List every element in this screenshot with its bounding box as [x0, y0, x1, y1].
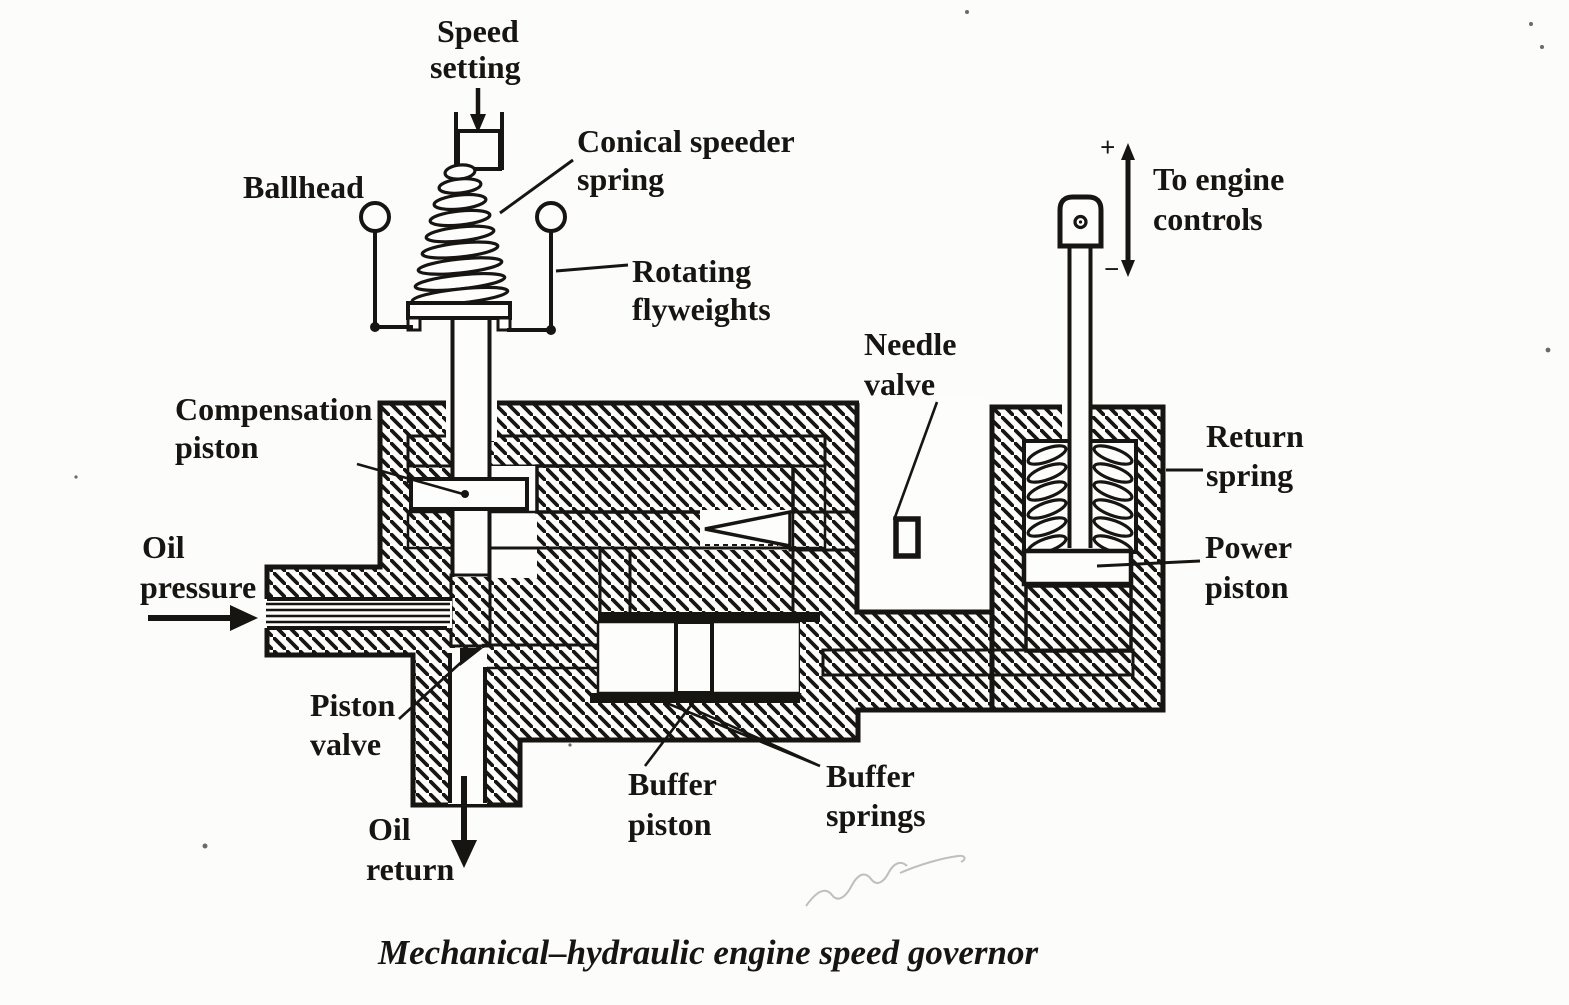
label-ballhead: Ballhead [243, 169, 364, 205]
flyweight-right [507, 201, 567, 335]
flyweight-plate [406, 301, 512, 320]
power-cylinder [989, 194, 1166, 713]
label-needle-valve-2: valve [864, 366, 935, 402]
conical-speeder-spring [410, 163, 510, 307]
label-piston-valve-2: valve [310, 726, 381, 762]
label-buffer-piston-2: piston [628, 806, 712, 842]
ballhead-assembly [359, 88, 567, 335]
oil-return-arrow [451, 776, 477, 868]
plus-sign: + [1100, 132, 1115, 162]
buffer-chamber [590, 612, 820, 703]
diagram-caption: Mechanical–hydraulic engine speed govern… [377, 933, 1038, 972]
label-buffer-piston-1: Buffer [628, 766, 717, 802]
main-housing [262, 318, 1163, 808]
label-rotating-flyweights-1: Rotating [632, 253, 751, 289]
label-conical-speeder-1: Conical speeder [577, 123, 795, 159]
label-return-spring-1: Return [1206, 418, 1304, 454]
label-speed-setting-2: setting [430, 49, 521, 85]
leader-lines [356, 158, 1203, 768]
scan-artifacts [74, 10, 1551, 907]
flyweight-left [359, 201, 413, 332]
label-oil-return-1: Oil [368, 811, 411, 847]
label-piston-valve-1: Piston [310, 687, 396, 723]
label-buffer-springs-1: Buffer [826, 758, 915, 794]
connecting-duct [821, 648, 1135, 677]
label-buffer-springs-2: springs [826, 797, 926, 833]
engine-controls-arrow [1121, 143, 1135, 277]
label-return-spring-2: spring [1206, 457, 1293, 493]
label-power-piston-2: piston [1205, 569, 1289, 605]
oil-inlet-channel [262, 597, 452, 630]
label-engine-controls-2: controls [1153, 201, 1263, 237]
buffer-piston [674, 620, 714, 695]
label-speed-setting-1: Speed [437, 13, 519, 49]
diagram-labels: Speed setting Conical speeder spring Bal… [140, 13, 1304, 972]
label-compensation-piston-2: piston [175, 429, 259, 465]
power-piston [1021, 548, 1134, 587]
oil-pressure-arrow [148, 605, 258, 631]
label-rotating-flyweights-2: flyweights [632, 291, 771, 327]
label-oil-pressure-2: pressure [140, 569, 256, 605]
output-rod [1057, 194, 1104, 548]
label-engine-controls-1: To engine [1153, 161, 1284, 197]
oil-drain-channel [448, 648, 487, 804]
label-oil-pressure-1: Oil [142, 529, 185, 565]
drain-port-flag [460, 648, 483, 666]
speed-adjust-block [456, 129, 502, 171]
pilot-valve-stem [450, 318, 492, 577]
minus-sign: − [1104, 254, 1119, 284]
label-compensation-piston-1: Compensation [175, 391, 373, 427]
label-needle-valve-1: Needle [864, 326, 956, 362]
label-oil-return-2: return [366, 851, 454, 887]
label-conical-speeder-2: spring [577, 161, 664, 197]
label-power-piston-1: Power [1205, 529, 1292, 565]
